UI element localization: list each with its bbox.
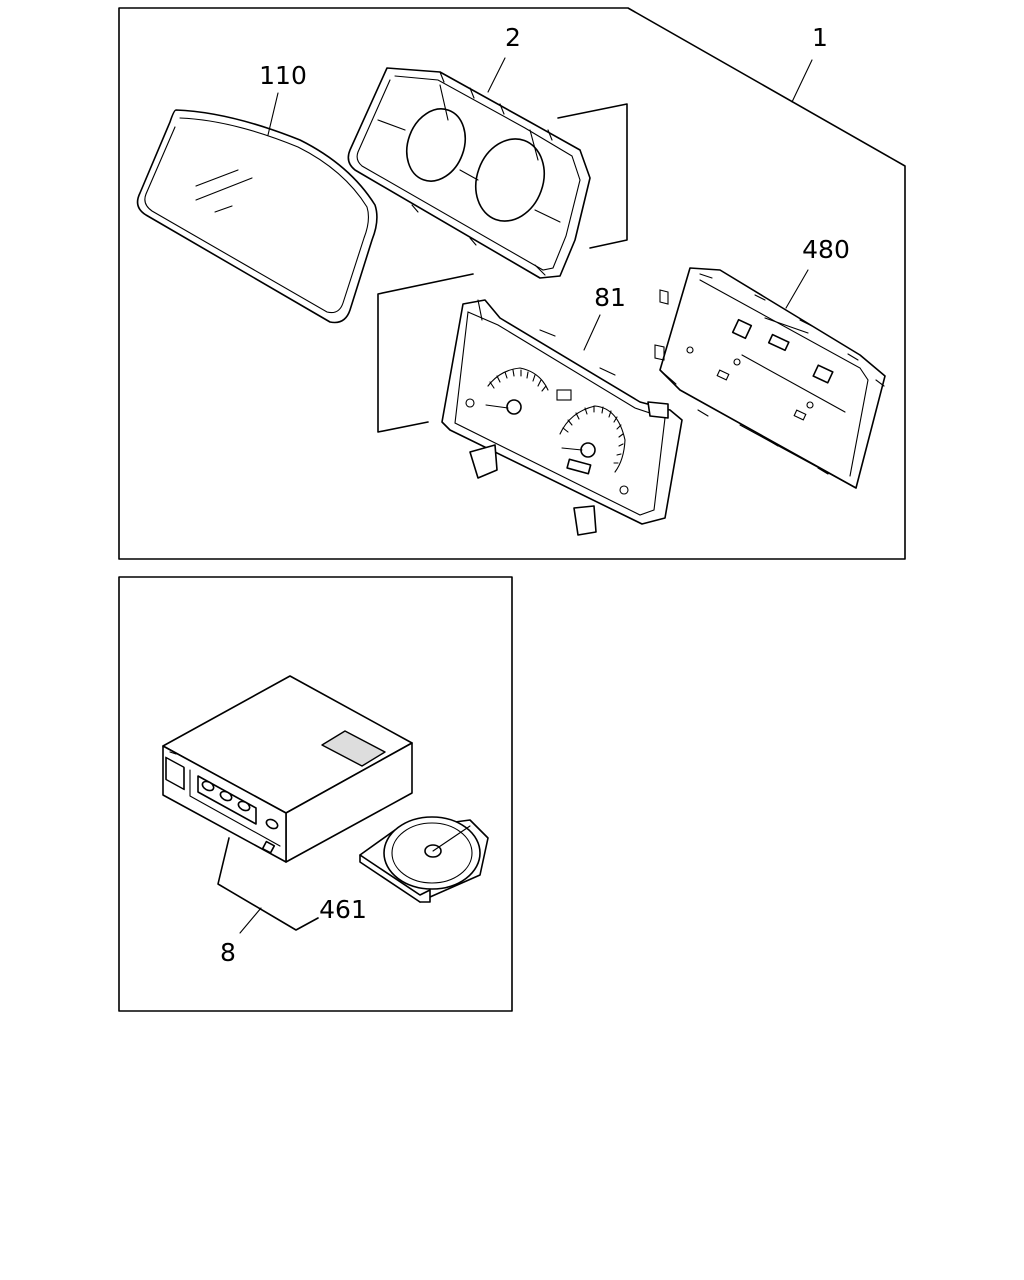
- leader-brackets: [377, 103, 628, 433]
- top-panel: [118, 7, 906, 560]
- control-unit-part: [162, 675, 413, 863]
- bottom-panel: [118, 576, 513, 1012]
- dial-panel-part: [441, 299, 683, 536]
- disc-part: [359, 816, 489, 903]
- label-disc: 461: [319, 895, 367, 924]
- top-leaders: [267, 57, 813, 351]
- label-dial-panel: 81: [594, 283, 626, 312]
- label-cover-frame: 2: [505, 23, 521, 52]
- bottom-panel-border: [118, 576, 513, 1012]
- top-panel-border: [118, 7, 906, 560]
- lens-part: [136, 109, 378, 324]
- label-assembly: 1: [812, 23, 828, 52]
- label-control-unit: 8: [220, 938, 236, 967]
- cover-frame-part: [347, 67, 591, 279]
- label-lens: 110: [259, 61, 307, 90]
- label-circuit-board: 480: [802, 235, 850, 264]
- circuit-board-part: [654, 267, 886, 489]
- bottom-leaders: [217, 837, 319, 934]
